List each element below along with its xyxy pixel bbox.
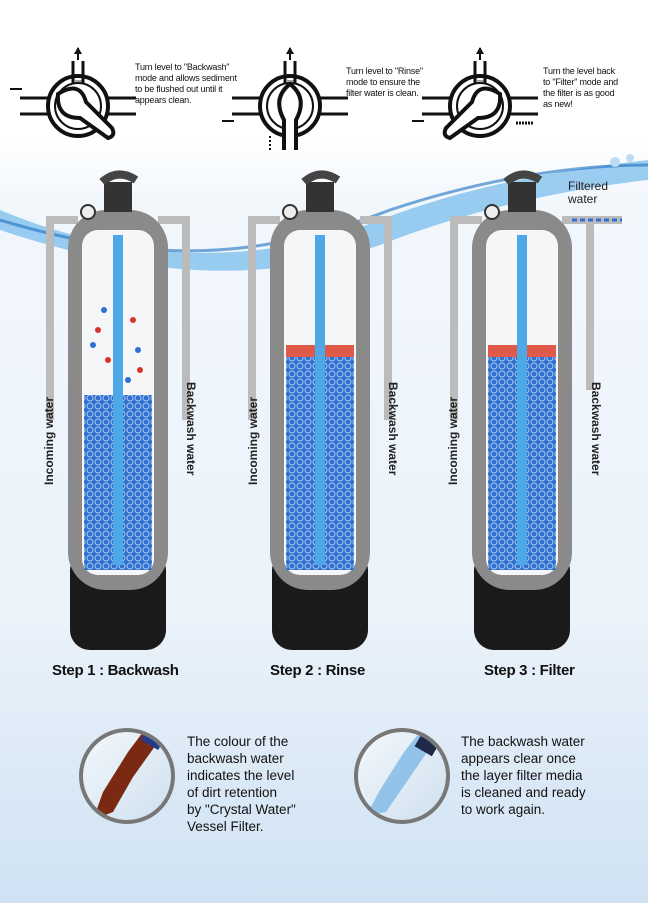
valve-label: Rinse (72, 78, 83, 83)
clear-water-photo (354, 728, 450, 824)
svg-text:Rinse: Rinse (284, 78, 295, 83)
valve-filter-icon (412, 45, 540, 141)
tank-filter (450, 174, 622, 650)
dirty-water-photo (79, 728, 175, 824)
step-2-title: Step 2 : Rinse (270, 662, 365, 679)
backwash-water-label-1: Backwash water (184, 382, 198, 476)
backwash-water-label-2: Backwash water (386, 382, 400, 476)
tank-rinse (248, 174, 392, 650)
valve-backwash-icon (10, 45, 138, 141)
backwash-water-label-3: Backwash water (589, 382, 603, 476)
step-1-title: Step 1 : Backwash (52, 662, 179, 679)
filter-tanks (46, 170, 622, 660)
valve-diagrams: Rinse Rinse Rinse (10, 45, 540, 150)
step-3-title: Step 3 : Filter (484, 662, 575, 679)
valve-rinse-icon (222, 45, 350, 150)
incoming-water-label-3: Incoming water (446, 396, 460, 485)
incoming-water-label-2: Incoming water (246, 396, 260, 485)
svg-text:Rinse: Rinse (474, 78, 485, 83)
tank-backwash (46, 174, 190, 650)
valve-1-text: Turn level to "Backwash"mode and allows … (135, 62, 237, 105)
incoming-water-label-1: Incoming water (42, 396, 56, 485)
